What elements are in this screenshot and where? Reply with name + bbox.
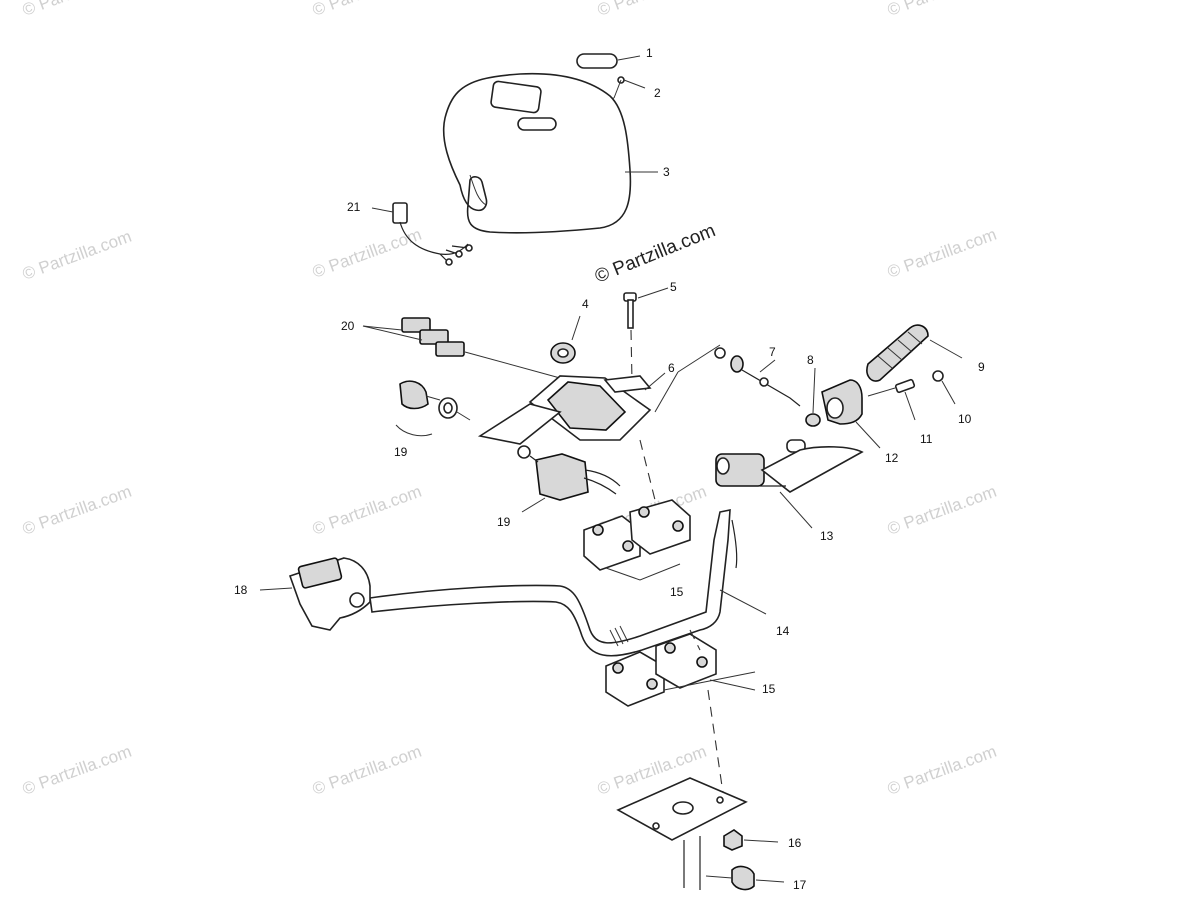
callout-labels: 1 2 3 21 4 5 20 6 7 8 9 10 11 12 19 19 1… — [234, 46, 985, 892]
callout-19a: 19 — [394, 445, 408, 459]
callout-6: 6 — [668, 361, 675, 375]
callout-15b: 15 — [762, 682, 776, 696]
callout-10: 10 — [958, 412, 972, 426]
part-21-harness — [371, 202, 473, 266]
part-19-switch-lower — [517, 445, 621, 513]
watermark: © Partzilla.com — [310, 482, 424, 539]
part-4-nut — [550, 315, 581, 364]
callout-2: 2 — [654, 86, 661, 100]
callout-3: 3 — [663, 165, 670, 179]
watermark: © Partzilla.com — [595, 0, 709, 20]
part-8-bushing — [805, 367, 821, 427]
part-10-cap — [932, 370, 956, 405]
watermark: © Partzilla.com — [20, 482, 134, 539]
callout-1: 1 — [646, 46, 653, 60]
callout-13: 13 — [820, 529, 834, 543]
part-12-throttle-housing — [821, 379, 881, 449]
part-14-handlebar — [369, 509, 767, 657]
part-11-screw — [867, 378, 916, 421]
part-3-cover — [442, 72, 658, 234]
watermark: © Partzilla.com — [310, 0, 424, 20]
part-9-grip — [866, 324, 963, 382]
callout-7: 7 — [769, 345, 776, 359]
part-5-bolt — [623, 287, 669, 383]
part-13-brake-lever — [715, 439, 864, 529]
callout-9: 9 — [978, 360, 985, 374]
watermark: © Partzilla.com — [885, 0, 999, 20]
callout-14: 14 — [776, 624, 790, 638]
part-6-switch-housing — [477, 344, 721, 521]
callout-17: 17 — [793, 878, 807, 892]
watermark: © Partzilla.com — [885, 742, 999, 799]
watermark: © Partzilla.com — [885, 482, 999, 539]
part-19-switch-upper — [395, 380, 471, 437]
watermark: © Partzilla.com — [20, 0, 134, 20]
callout-11: 11 — [920, 432, 933, 446]
part-16-nut — [723, 829, 779, 851]
part-1-pad — [576, 53, 641, 69]
callout-12: 12 — [885, 451, 899, 465]
callout-5: 5 — [670, 280, 677, 294]
callout-20: 20 — [341, 319, 355, 333]
watermark: © Partzilla.com — [310, 225, 424, 282]
callout-18: 18 — [234, 583, 248, 597]
watermark-center: © Partzilla.com — [592, 220, 719, 287]
callout-19b: 19 — [497, 515, 511, 529]
watermark: © Partzilla.com — [310, 742, 424, 799]
part-17-clip — [705, 865, 785, 891]
part-18-left-switch — [259, 557, 371, 631]
watermark: © Partzilla.com — [20, 227, 134, 284]
watermark: © Partzilla.com — [20, 742, 134, 799]
callout-4: 4 — [582, 297, 589, 311]
part-15-clamps-upper — [583, 499, 691, 581]
part-20-buttons — [362, 317, 561, 379]
part-15-clamps-lower — [605, 629, 756, 801]
callout-21: 21 — [347, 200, 361, 214]
callout-15a: 15 — [670, 585, 684, 599]
callout-16: 16 — [788, 836, 802, 850]
steering-plate — [616, 777, 748, 890]
callout-8: 8 — [807, 353, 814, 367]
watermark: © Partzilla.com — [885, 225, 999, 282]
part-7-cable — [714, 347, 801, 407]
